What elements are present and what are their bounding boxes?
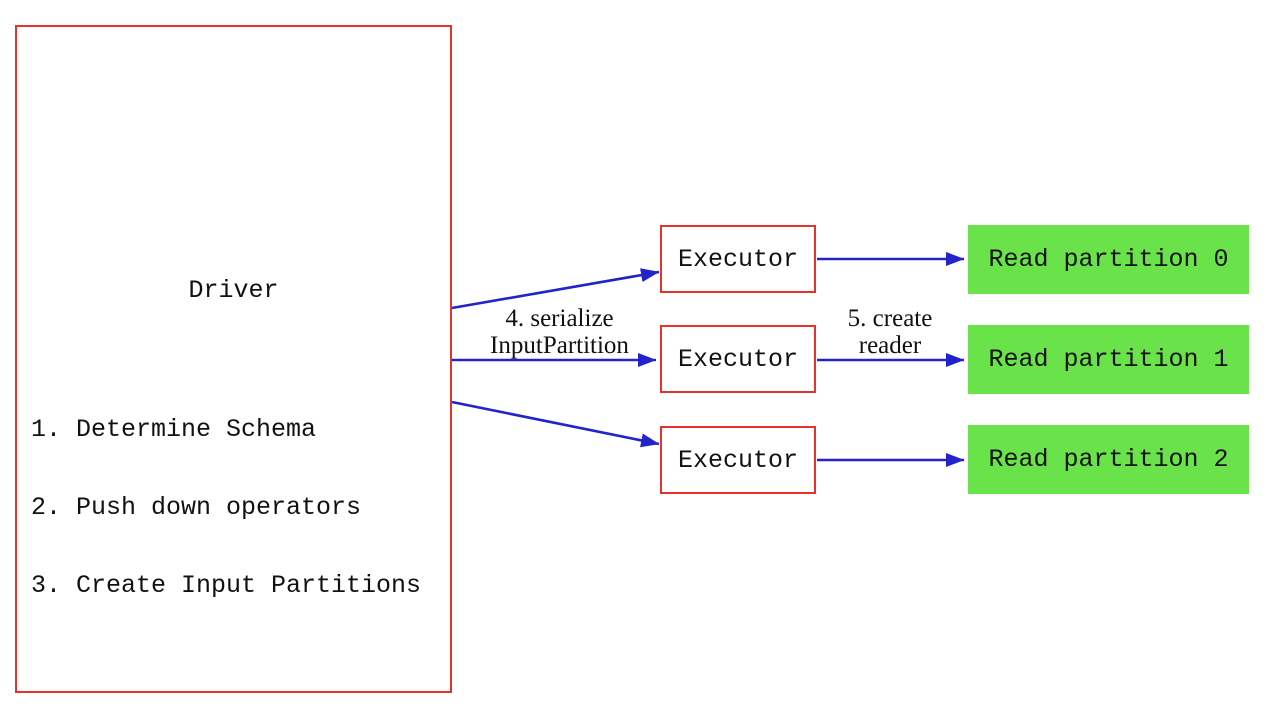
driver-box: Driver 1. Determine Schema 2. Push down … <box>15 25 452 693</box>
driver-step: 3. Create Input Partitions <box>31 571 422 600</box>
executor-box-2: Executor <box>660 426 816 494</box>
executor-box-0: Executor <box>660 225 816 293</box>
arrow-driver-to-executor-0 <box>451 268 660 310</box>
partition-box-1: Read partition 1 <box>968 325 1249 394</box>
serialize-label-line2: InputPartition <box>490 332 629 359</box>
arrow-driver-to-executor-2 <box>451 400 660 448</box>
driver-title: Driver <box>188 276 279 305</box>
partition-box-2: Read partition 2 <box>968 425 1249 494</box>
executor-label: Executor <box>677 344 799 374</box>
executor-box-1: Executor <box>660 325 816 393</box>
serialize-label-line1: 4. serialize <box>505 305 614 332</box>
partition-box-0: Read partition 0 <box>968 225 1249 294</box>
reader-label-line1: 5. create <box>847 305 933 332</box>
partition-label: Read partition 2 <box>988 445 1229 474</box>
serialize-label: 4. serialize InputPartition <box>452 305 667 359</box>
driver-steps: 1. Determine Schema 2. Push down operato… <box>31 365 421 651</box>
partition-label: Read partition 0 <box>988 245 1229 274</box>
reader-label: 5. create reader <box>795 305 985 359</box>
executor-label: Executor <box>677 445 799 475</box>
partition-label: Read partition 1 <box>988 345 1229 374</box>
driver-step: 2. Push down operators <box>31 493 362 522</box>
reader-label-line2: reader <box>858 332 922 359</box>
driver-step: 1. Determine Schema <box>31 415 317 444</box>
executor-label: Executor <box>677 244 799 274</box>
